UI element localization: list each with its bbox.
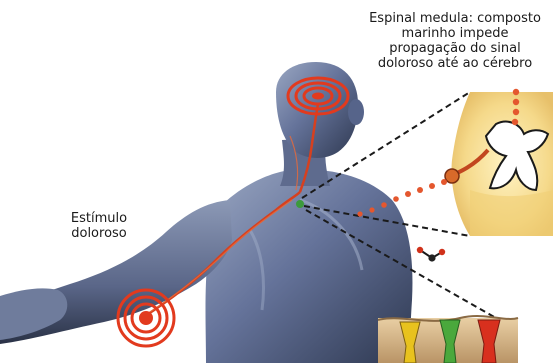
marine-compound-molecule-icon [417,247,445,262]
spinal-white-matter-tint [470,190,553,236]
synapse-inset [378,316,518,363]
pain-stimulus-label: Estímulo doloroso [56,211,142,241]
spinal-cord-label-line: propagação do sinal [362,41,548,56]
concentric-rings-icon [288,78,348,114]
pain-stimulus-label-line: doloroso [56,226,142,241]
spinal-cord-label: Espinal medula: composto marinho impede … [362,11,548,71]
ear [348,99,364,125]
concentric-rings-icon [118,290,174,346]
pain-stimulus-label-line: Estímulo [56,211,142,226]
spinal-cord-inset [445,92,553,236]
spinal-cord-label-line: Espinal medula: composto [362,11,548,26]
spinal-cord-label-line: doloroso até ao cérebro [362,56,548,71]
dorsal-root-ganglion [445,169,459,183]
head-target [288,78,348,114]
spinal-cord-label-line: marinho impede [362,26,548,41]
hand-target [118,290,174,346]
spinal-marker [296,200,304,208]
